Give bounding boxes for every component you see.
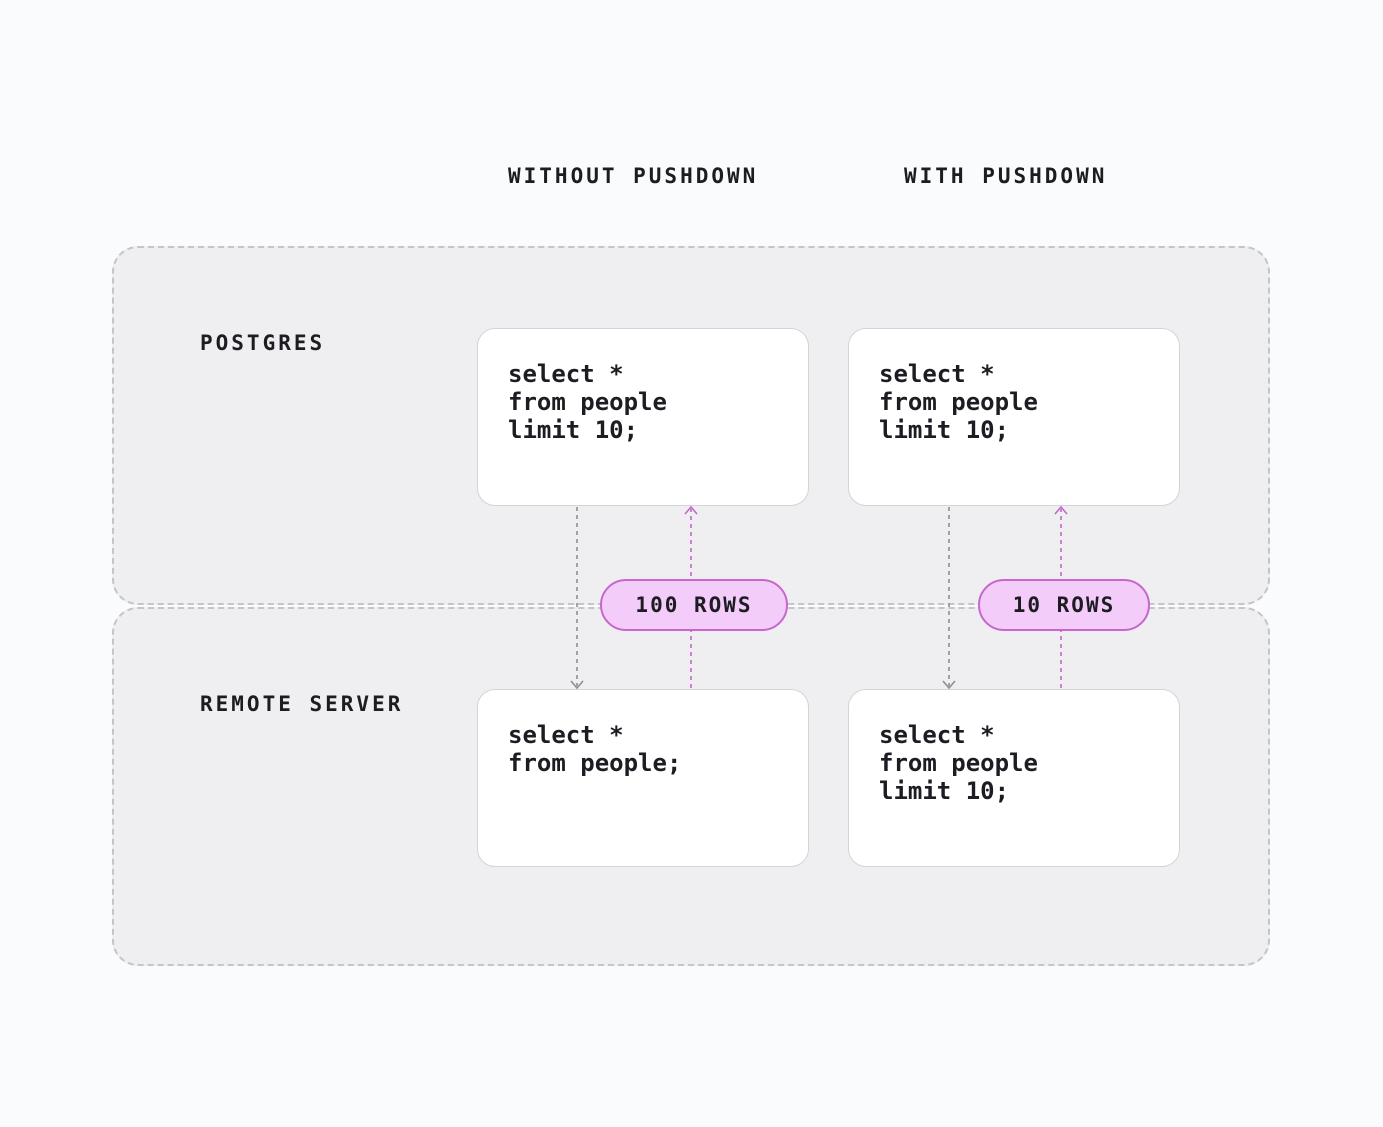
column-title-with-pushdown: WITH PUSHDOWN: [904, 164, 1108, 188]
result-rows-without-pushdown: 100 ROWS: [600, 579, 788, 631]
region-label-remote-server: REMOTE SERVER: [200, 692, 404, 716]
remote-query-without-pushdown: select * from people;: [477, 689, 809, 867]
result-rows-with-pushdown: 10 ROWS: [978, 579, 1150, 631]
column-title-without-pushdown: WITHOUT PUSHDOWN: [508, 164, 759, 188]
postgres-query-with-pushdown: select * from people limit 10;: [848, 328, 1180, 506]
postgres-query-without-pushdown: select * from people limit 10;: [477, 328, 809, 506]
region-label-postgres: POSTGRES: [200, 331, 326, 355]
remote-query-with-pushdown: select * from people limit 10;: [848, 689, 1180, 867]
